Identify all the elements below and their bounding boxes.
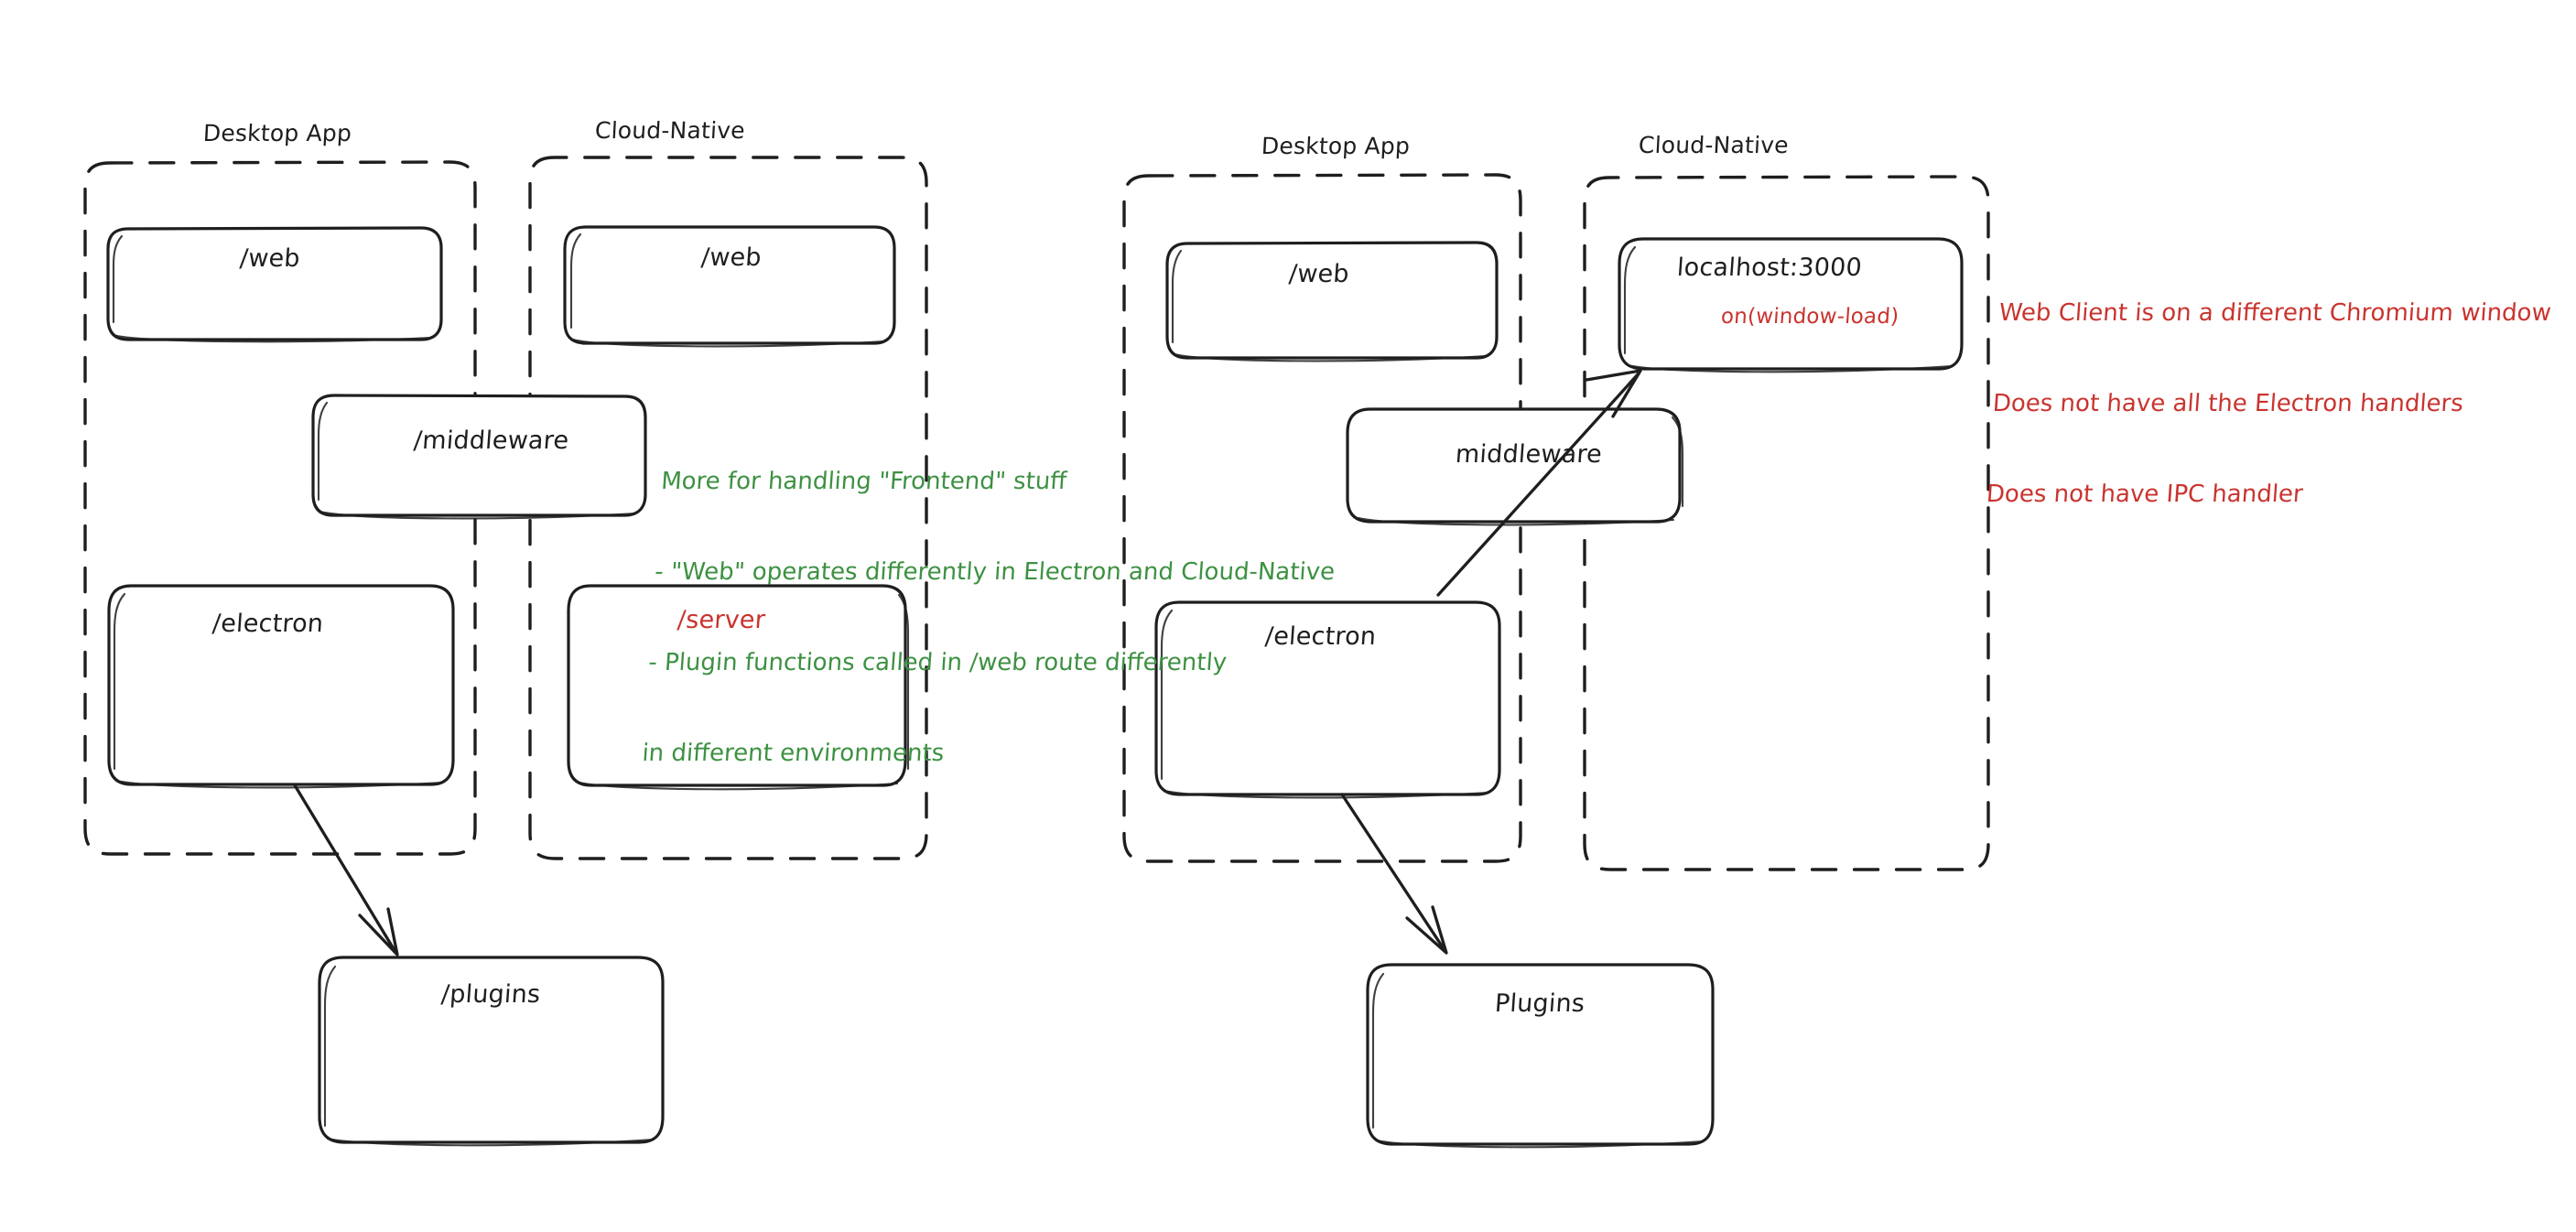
right-localhost-box: [1618, 237, 1964, 373]
right-middleware-box: [1346, 407, 1684, 526]
red-note-line-3: Does not have IPC handler: [1985, 481, 2304, 508]
left-plugins-box: [318, 956, 665, 1147]
green-note-line-1: More for handling "Frontend" stuff: [660, 468, 1068, 495]
left-middleware-box: [311, 394, 647, 520]
right-plugins-box: [1366, 963, 1715, 1149]
right-cloud-native-container: [1583, 175, 1990, 871]
left-electron-to-plugins-arrow: [293, 784, 399, 956]
red-note-line-2: Does not have all the Electron handlers: [1991, 390, 2464, 417]
left-desktop-electron-box: [107, 584, 455, 789]
right-desktop-app-container: [1122, 173, 1522, 863]
green-note-line-3: - Plugin functions called in /web route …: [647, 649, 1228, 676]
green-note-line-4: in different environments: [641, 740, 946, 767]
left-cloud-native-container: [528, 156, 928, 860]
left-cloud-server-box: [567, 584, 910, 791]
green-annotation-note: More for handling "Frontend" stuff - "We…: [639, 406, 1347, 799]
left-desktop-web-box: [106, 226, 443, 343]
green-note-line-2: - "Web" operates differently in Electron…: [654, 558, 1337, 586]
right-electron-to-localhost-arrow: [1436, 369, 1642, 597]
right-desktop-electron-box: [1154, 600, 1501, 799]
red-annotation-note: Web Client is on a different Chromium wi…: [1983, 238, 2556, 540]
left-desktop-app-container: [83, 160, 477, 856]
right-electron-to-plugins-arrow: [1340, 793, 1448, 955]
left-cloud-web-box: [563, 225, 896, 348]
right-desktop-web-box: [1165, 241, 1499, 362]
red-note-line-1: Web Client is on a different Chromium wi…: [1997, 299, 2552, 327]
